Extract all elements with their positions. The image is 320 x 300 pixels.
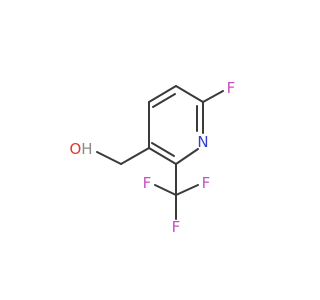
atom-o-hydroxyl: OH — [69, 140, 92, 158]
atom-f-cf3-right: F — [202, 174, 211, 192]
bond-n-c2 — [175, 148, 199, 165]
bond-c2-c3-inner — [151, 142, 175, 157]
bond-ch2-o — [96, 151, 122, 165]
bond-cf3-f-left — [154, 184, 177, 196]
atom-f-ring: F — [227, 79, 236, 97]
structure-diagram: F N OH F F F — [69, 79, 236, 236]
bond-c2-c3 — [148, 147, 177, 165]
bond-cf3-f-right — [175, 184, 199, 196]
atom-n-ring: N — [197, 133, 208, 151]
atom-f-cf3-bottom: F — [172, 218, 181, 236]
bond-c5-c6-inner — [152, 93, 176, 108]
bond-c6-c-f — [175, 85, 204, 103]
bond-c5-c6 — [148, 85, 177, 103]
bond-c-f-f — [202, 90, 224, 103]
bond-c3-ch2 — [120, 147, 150, 165]
atom-f-cf3-left: F — [143, 174, 152, 192]
atom-o-hydroxyl-text: OH — [69, 140, 92, 158]
